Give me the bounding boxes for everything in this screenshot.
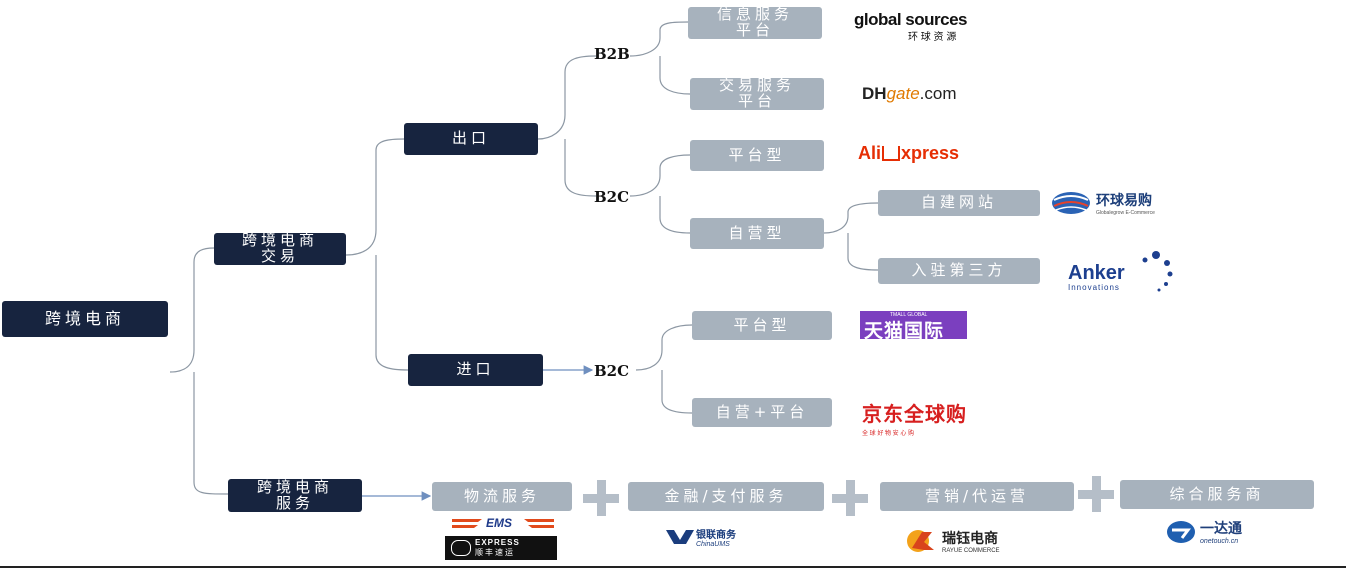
platform-type-export-node: 平台型: [690, 140, 824, 171]
export-node: 出口: [404, 123, 538, 155]
brace-b2c-import: [635, 324, 693, 414]
platform-type-import-node: 平台型: [692, 311, 832, 340]
service-node: 跨境电商 服务: [228, 479, 362, 512]
globe-icon: [1052, 192, 1090, 214]
integrated-node: 综合服务商: [1120, 480, 1314, 509]
onetouch-logo: 一达通 onetouch.cn: [1166, 518, 1242, 545]
self-plus-platform-node: 自营+平台: [692, 398, 832, 427]
brace-root: [169, 247, 229, 495]
brace-export: [537, 55, 597, 197]
bottom-rule: [0, 566, 1346, 568]
marketing-node: 营销/代运营: [880, 482, 1074, 511]
huanqiu-logo: 环球易购 Globalegrow E-Commerce: [1050, 190, 1155, 216]
root-node: 跨境电商: [2, 301, 168, 337]
brace-b2b: [629, 21, 691, 95]
third-party-node: 入驻第三方: [878, 258, 1040, 284]
import-node: 进口: [408, 354, 543, 386]
chinaums-emblem-icon: [666, 530, 694, 544]
finance-node: 金融/支付服务: [628, 482, 824, 511]
plus-icon-1: [583, 480, 619, 516]
sf-emblem-icon: [451, 540, 471, 556]
dhgate-logo: DHgate.com: [862, 84, 957, 103]
jd-logo: 京东全球购 全 球 好 物 安 心 购: [862, 404, 967, 437]
cart-icon: [882, 146, 901, 161]
ems-logo: EMS: [452, 516, 554, 530]
trade-platform-node: 交易服务 平台: [690, 77, 824, 110]
rayue-logo: 瑞钰电商 RAYUE COMMERCE: [904, 528, 1000, 554]
chinaums-logo: 银联商务 ChinaUMS: [666, 526, 736, 548]
anker-logo: Anker Innovations: [1066, 250, 1176, 294]
self-operated-node: 自营型: [690, 218, 824, 249]
sf-express-logo: EXPRESS 顺丰速运: [445, 536, 557, 560]
brace-self-operated: [823, 202, 879, 271]
plus-icon-3: [1078, 476, 1114, 512]
b2c-export-label: B2C: [594, 188, 630, 206]
logistics-node: 物流服务: [432, 482, 572, 511]
trade-node: 跨境电商 交易: [214, 232, 346, 265]
plus-icon-2: [832, 480, 868, 516]
b2c-import-label: B2C: [594, 362, 630, 380]
dots-icon: [1142, 251, 1173, 292]
brace-trade: [345, 138, 409, 371]
self-built-site-node: 自建网站: [878, 190, 1040, 216]
info-platform-node: 信息服务 平台: [688, 6, 822, 39]
tmall-logo: TMALL GLOBAL 天猫国际: [860, 311, 967, 342]
b2b-label: B2B: [594, 45, 630, 63]
onetouch-emblem-icon: [1167, 520, 1195, 543]
brace-b2c-export: [629, 154, 691, 234]
rayue-emblem-icon: [907, 530, 934, 552]
globalsources-logo: global sources 环 球 资 源: [854, 10, 967, 43]
